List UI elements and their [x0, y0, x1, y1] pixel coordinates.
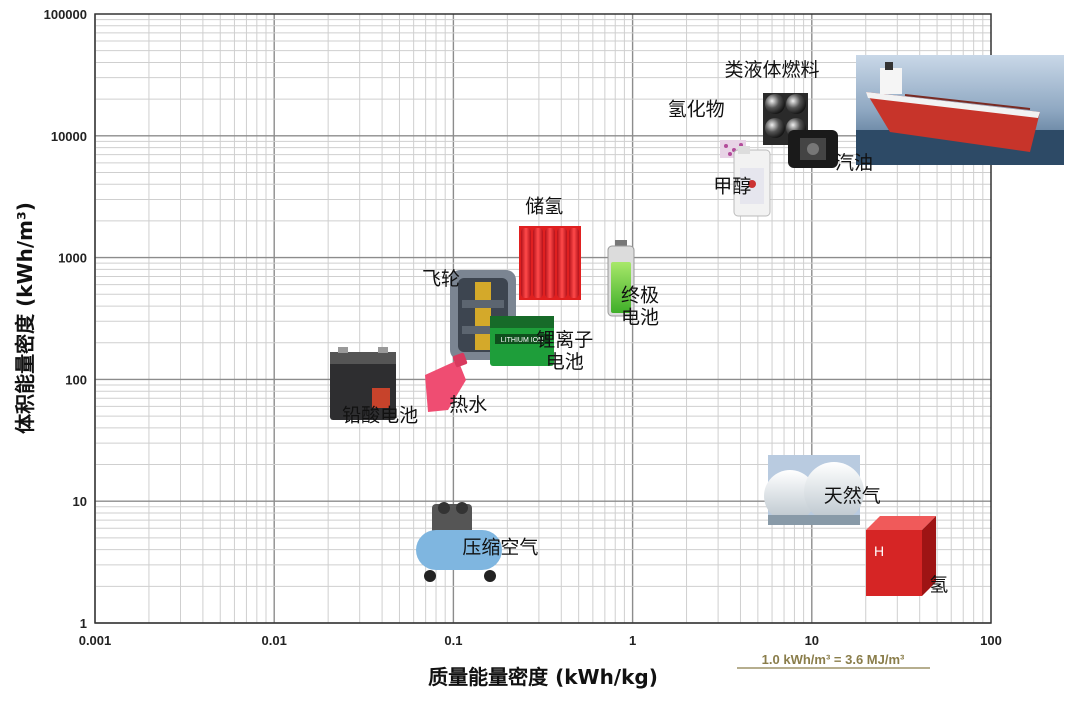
- methanol-canister-icon: [733, 146, 771, 217]
- battery-icon: [607, 240, 635, 317]
- gas-cylinders-icon: [519, 226, 581, 300]
- point-label: 类液体燃料: [725, 59, 820, 81]
- hot-water-bottle-icon: [425, 352, 468, 412]
- gasoline-engine-icon: [788, 130, 838, 168]
- fuel-tanker-ship-icon: [856, 55, 1064, 165]
- y-tick-label: 10: [73, 494, 87, 509]
- gas-storage-spheres-icon: [764, 455, 864, 525]
- x-tick-label: 0.1: [444, 633, 462, 648]
- point-label: 氢化物: [668, 98, 725, 120]
- y-tick-label: 1000: [58, 251, 87, 266]
- y-tick-label: 1: [80, 616, 87, 631]
- axis-ticks: 0.001 0.01 0.1 1 10 100 1 10 100 1000 10000 100000: [44, 7, 1002, 648]
- point-label: 氢: [929, 574, 948, 596]
- svg-text:LITHIUM ION: LITHIUM ION: [501, 337, 543, 344]
- y-tick-label: 100: [65, 372, 87, 387]
- point-label: 汽油: [835, 152, 873, 174]
- point-label: 甲醇: [713, 175, 751, 197]
- unit-conversion-note: 1.0 kWh/m³ = 3.6 MJ/m³: [762, 652, 905, 667]
- x-tick-label: 1: [629, 633, 636, 648]
- point-label: 锂离子电池: [536, 329, 593, 373]
- plot-frame: [94, 13, 992, 624]
- icons: LITHIUM ION H: [330, 55, 1064, 596]
- x-tick-label: 100: [980, 633, 1002, 648]
- point-label: 压缩空气: [462, 537, 538, 559]
- hydrogen-cube-icon: H: [866, 516, 936, 596]
- point-label: 终极电池: [621, 284, 659, 328]
- point-label: 天然气: [824, 485, 881, 507]
- y-axis-title: 体积能量密度 (kWh/m³): [13, 202, 37, 434]
- air-compressor-icon: [416, 502, 502, 582]
- y-tick-label: 100000: [44, 7, 87, 22]
- svg-text:H: H: [874, 543, 884, 559]
- lithium-ion-battery-icon: LITHIUM ION: [490, 316, 554, 366]
- x-axis-title: 质量能量密度 (kWh/kg): [428, 665, 658, 689]
- x-tick-label: 0.001: [79, 633, 112, 648]
- x-tick-label: 10: [805, 633, 819, 648]
- y-tick-label: 10000: [51, 129, 87, 144]
- point-label: 储氢: [525, 196, 563, 218]
- unit-note: 1.0 kWh/m³ = 3.6 MJ/m³: [737, 652, 930, 669]
- lead-acid-battery-icon: [330, 347, 396, 420]
- point-label: 飞轮: [422, 268, 460, 290]
- point-label: 热水: [449, 394, 487, 416]
- x-tick-label: 0.01: [262, 633, 287, 648]
- point-label: 铅酸电池: [342, 404, 418, 426]
